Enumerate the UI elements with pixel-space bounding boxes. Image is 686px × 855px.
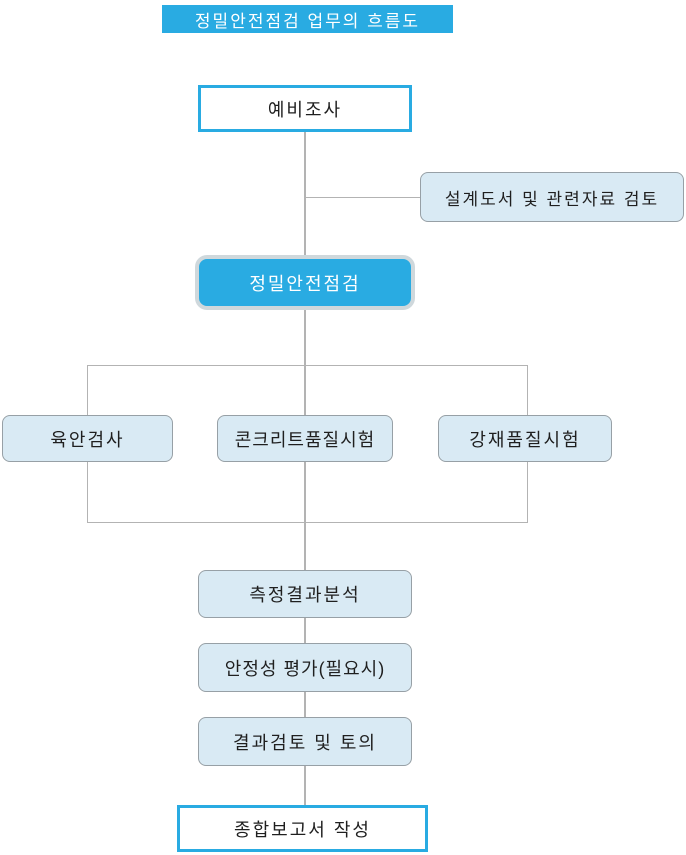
- node-design-docs-review: 설계도서 및 관련자료 검토: [420, 172, 684, 222]
- connector-inspection-to-parallel: [304, 310, 306, 415]
- node-visual-inspection: 육안검사: [2, 415, 173, 462]
- connector-split-horizontal: [87, 365, 528, 366]
- connector-stability-to-review: [304, 692, 306, 717]
- node-steel-quality-test: 강재품질시험: [438, 415, 612, 462]
- connector-join-left-drop: [87, 462, 88, 522]
- node-stability-evaluation: 안정성 평가(필요시): [198, 643, 412, 692]
- connector-join-horizontal: [87, 522, 528, 523]
- node-concrete-quality-test: 콘크리트품질시험: [217, 415, 393, 462]
- connector-analysis-to-stability: [304, 618, 306, 643]
- flowchart-title: 정밀안전점검 업무의 흐름도: [162, 5, 453, 33]
- connector-review-to-report: [304, 766, 306, 805]
- node-detailed-safety-inspection: 정밀안전점검: [195, 255, 415, 310]
- connector-split-left-drop: [87, 365, 88, 415]
- connector-join-right-drop: [527, 462, 528, 522]
- node-result-review-discussion: 결과검토 및 토의: [198, 717, 412, 766]
- connector-split-right-drop: [527, 365, 528, 415]
- node-measurement-analysis: 측정결과분석: [198, 570, 412, 618]
- node-final-report: 종합보고서 작성: [177, 805, 428, 852]
- connector-preliminary-to-inspection: [304, 132, 306, 255]
- connector-branch-to-side-review: [305, 197, 420, 198]
- connector-parallel-to-analysis: [304, 462, 306, 570]
- node-preliminary-survey: 예비조사: [198, 85, 412, 132]
